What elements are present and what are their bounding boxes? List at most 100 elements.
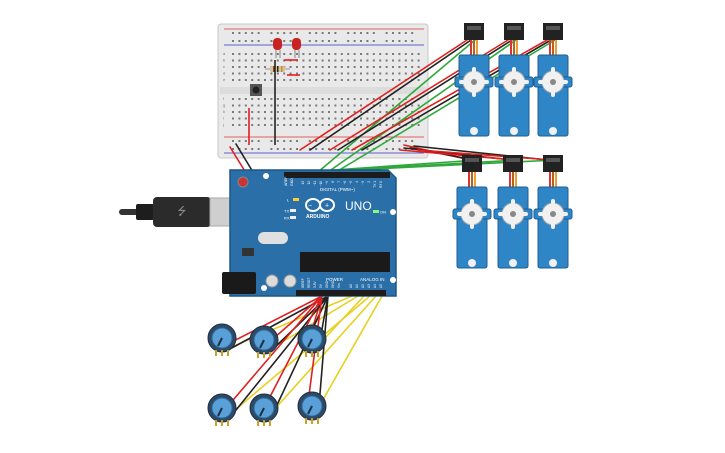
breadboard-hole [238, 59, 241, 62]
wire-yellow [221, 295, 371, 422]
breadboard-row-label: a [223, 51, 226, 56]
breadboard-hole [264, 104, 266, 107]
breadboard-hole [251, 117, 254, 120]
wire-green [317, 39, 476, 173]
digital-pin-label: ~9 [325, 181, 329, 185]
breadboard-hole [251, 111, 254, 113]
potentiometer-indicator [307, 405, 313, 415]
breadboard-hole [296, 79, 298, 81]
breadboard-hole [315, 79, 318, 81]
board-model: UNO [345, 199, 372, 213]
rail-hole [360, 32, 362, 34]
rail-hole [392, 148, 394, 150]
servo-lead-orange [516, 40, 518, 55]
potentiometer [249, 393, 279, 426]
breadboard-hole [238, 117, 241, 120]
breadboard-hole [334, 66, 337, 68]
rail-hole [238, 140, 241, 142]
led-1-body [273, 38, 282, 50]
breadboard-hole [392, 117, 394, 120]
breadboard-hole [315, 53, 318, 55]
digital-pin-label: ~11 [313, 181, 317, 186]
servo-shaft [471, 79, 477, 85]
breadboard-hole [353, 59, 356, 62]
potentiometer [297, 391, 327, 424]
potentiometer [207, 393, 237, 426]
servo-lead-red [470, 40, 472, 55]
power-header-label: POWER [326, 277, 344, 282]
breadboard-holes [232, 32, 420, 150]
potentiometer-pin [311, 351, 313, 357]
rail-hole [308, 32, 311, 34]
breadboard-hole [321, 117, 324, 120]
servo-tab [510, 127, 518, 135]
breadboard-hole [270, 53, 273, 55]
breadboard-hole [270, 124, 273, 126]
potentiometer [297, 324, 327, 357]
digital-pin-label: 7 [337, 181, 341, 183]
breadboard-hole [334, 98, 337, 100]
rail-hole [308, 40, 311, 42]
crystal [258, 232, 288, 244]
breadboard-hole [276, 72, 279, 75]
rail-hole [334, 148, 337, 150]
resistor-band [281, 66, 283, 72]
rail-hole [398, 40, 401, 42]
breadboard-hole [398, 104, 401, 107]
servo-lead-brown [471, 172, 473, 187]
potentiometer-pin [257, 352, 259, 358]
breadboard-hole [366, 117, 369, 120]
resistor [265, 66, 290, 72]
power-pin-label: 5V [319, 283, 323, 288]
potentiometer-pin [269, 420, 271, 426]
breadboard-hole [264, 117, 266, 120]
pushbutton-cap [252, 86, 260, 94]
rail-hole [315, 140, 318, 142]
breadboard-hole [360, 98, 362, 100]
breadboard-hole [308, 124, 311, 126]
breadboard-hole [244, 98, 247, 100]
breadboard-row-label: g [223, 103, 225, 108]
mounting-hole [261, 285, 267, 291]
breadboard-hole [417, 117, 420, 120]
breadboard-hole [264, 72, 266, 75]
servo-motor [533, 23, 573, 137]
rail-hole [398, 140, 401, 142]
breadboard-hole [315, 124, 318, 126]
l-led [293, 198, 299, 201]
rail-hole [257, 40, 260, 42]
rail-hole [385, 148, 388, 150]
rail-hole [328, 40, 330, 42]
breadboard-hole [321, 124, 324, 126]
breadboard-hole [398, 59, 401, 62]
breadboard-hole [315, 98, 318, 100]
rail-hole [251, 140, 254, 142]
reset-button[interactable] [237, 176, 249, 188]
breadboard-hole [328, 98, 330, 100]
breadboard-hole [334, 79, 337, 81]
rail-hole [244, 32, 247, 34]
breadboard-hole [238, 104, 241, 107]
breadboard-hole [360, 111, 362, 113]
breadboard-hole [232, 59, 234, 62]
breadboard-hole [411, 59, 414, 62]
servo-connector-pins [465, 158, 479, 162]
breadboard-hole [308, 66, 311, 68]
breadboard-hole [270, 72, 273, 75]
pushbutton [250, 84, 262, 96]
breadboard-hole [264, 53, 266, 55]
rail-hole [334, 32, 337, 34]
breadboard-hole [411, 124, 414, 126]
mounting-hole [390, 209, 396, 215]
servo-tab [470, 127, 478, 135]
breadboard-hole [404, 53, 407, 55]
breadboard-hole [417, 53, 420, 55]
breadboard-hole [264, 111, 266, 113]
breadboard-hole [232, 66, 234, 68]
servo-connector [543, 155, 563, 172]
breadboard-hole [328, 104, 330, 107]
digital-pin-label: 2 [367, 181, 371, 183]
breadboard-hole [366, 59, 369, 62]
breadboard-hole [347, 59, 350, 62]
